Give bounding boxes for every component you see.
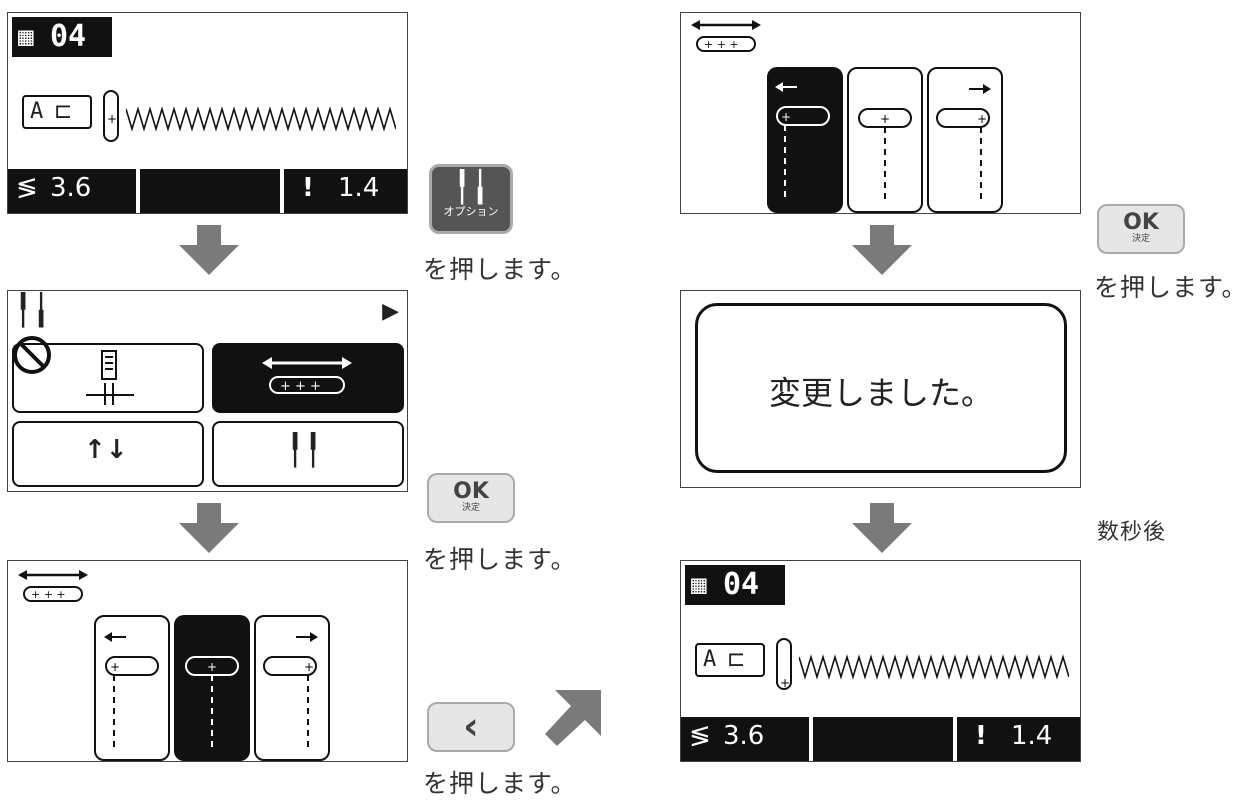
- option-twin-needle[interactable]: ╿╿: [212, 421, 404, 487]
- stitch-number-box: ▦ 04: [685, 565, 785, 605]
- svg-text:+: +: [781, 110, 791, 124]
- needle-center-option[interactable]: +: [847, 67, 923, 213]
- svg-text:+: +: [110, 660, 120, 674]
- status-divider: [136, 169, 140, 213]
- message-box: 変更しました。: [695, 303, 1067, 473]
- svg-text:+: +: [107, 112, 117, 126]
- prohibited-icon: [13, 336, 51, 374]
- svg-text:+: +: [304, 660, 314, 674]
- stitch-number: 04: [723, 567, 760, 602]
- stitch-length-value: 1.4: [1011, 721, 1053, 751]
- presser-foot-icon: A ⊏: [695, 643, 765, 677]
- presser-foot-row: A ⊏ +: [22, 89, 402, 149]
- instruction-seconds-later: 数秒後: [1097, 520, 1167, 545]
- svg-text:+: +: [780, 676, 790, 690]
- zigzag-stitch-pattern: [799, 654, 1069, 680]
- instruction-press: を押します。: [423, 255, 577, 284]
- next-page-icon[interactable]: ▶: [382, 299, 399, 324]
- stitch-width-value: 3.6: [50, 173, 92, 203]
- needle-center-option-selected[interactable]: +: [174, 615, 250, 761]
- back-button[interactable]: ‹: [427, 702, 515, 752]
- needle-up-down-icon: ↑↓: [84, 435, 128, 465]
- options-button[interactable]: ╿╽ オプション: [429, 164, 513, 234]
- svg-text:+: +: [880, 112, 890, 126]
- ok-button[interactable]: OK 決定: [427, 473, 515, 523]
- options-button-label: オプション: [443, 205, 499, 218]
- svg-text:+ + +: + + +: [31, 588, 66, 601]
- option-needle-up-down[interactable]: ↑↓: [12, 421, 204, 487]
- presser-foot-row: A ⊏ +: [695, 637, 1075, 697]
- stitch-width-icon: ≶: [16, 173, 38, 203]
- svg-text:+: +: [207, 660, 217, 674]
- needle-center-icon: +: [185, 656, 239, 747]
- ok-button[interactable]: OK 決定: [1097, 204, 1185, 254]
- needle-position-icon: + + +: [262, 357, 352, 394]
- needle-right-icon: +: [263, 632, 318, 747]
- lcd-screen-needle-position-center: + + + + + +: [7, 560, 408, 762]
- needle-left-option-selected[interactable]: +: [767, 67, 843, 213]
- stitch-width-value: 3.6: [723, 721, 765, 751]
- needle-right-icon: +: [936, 84, 991, 199]
- lcd-screen-stitch-display: ▦ 04 A ⊏ + ≶ 3.6 ! 1.4: [7, 12, 408, 214]
- status-bar: ≶ 3.6 ! 1.4: [8, 169, 407, 213]
- down-arrow-icon: [852, 503, 912, 553]
- instruction-press: を押します。: [423, 545, 577, 574]
- needle-left-option[interactable]: +: [94, 615, 170, 761]
- svg-text:+ + +: + + +: [280, 379, 321, 394]
- presser-foot-icon: A ⊏: [22, 95, 92, 129]
- stitch-length-icon: !: [302, 173, 314, 203]
- confirmation-message: 変更しました。: [768, 374, 993, 412]
- foot-height-icon: [86, 350, 134, 405]
- down-arrow-icon: [852, 225, 912, 275]
- twin-needle-icon: ╿╿: [286, 433, 323, 468]
- stitch-length-icon: !: [975, 721, 987, 751]
- needle-icon: +: [103, 90, 119, 142]
- needle-right-option[interactable]: +: [927, 67, 1003, 213]
- needle-position-icon: + + +: [18, 570, 88, 602]
- grid-icon: ▦: [691, 570, 707, 600]
- needle-right-option[interactable]: +: [254, 615, 330, 761]
- lcd-screen-stitch-display-final: ▦ 04 A ⊏ + ≶ 3.6 ! 1.4: [680, 560, 1081, 762]
- stitch-number: 04: [50, 19, 87, 54]
- status-divider: [280, 169, 284, 213]
- status-divider: [953, 717, 957, 761]
- option-needle-position-selected[interactable]: + + +: [212, 343, 404, 413]
- down-arrow-icon: [179, 225, 239, 275]
- stitch-width-icon: ≶: [689, 721, 711, 751]
- status-divider: [809, 717, 813, 761]
- grid-icon: ▦: [18, 22, 34, 52]
- zigzag-stitch-pattern: [126, 106, 396, 132]
- svg-text:+: +: [977, 112, 987, 126]
- lcd-screen-needle-position-left: + + + + + +: [680, 12, 1081, 214]
- needle-left-icon: +: [775, 82, 830, 197]
- instruction-press: を押します。: [1094, 273, 1238, 302]
- needle-center-icon: +: [858, 108, 912, 199]
- svg-text:+ + +: + + +: [704, 38, 739, 51]
- lcd-screen-options-menu: ╿╽ ▶ + + + ↑↓ ╿╿: [7, 290, 408, 492]
- lcd-screen-confirmation: 変更しました。: [680, 290, 1081, 488]
- wrench-screwdriver-icon: ╿╽: [452, 170, 490, 205]
- needle-icon: +: [776, 638, 792, 690]
- chevron-left-icon: ‹: [463, 704, 479, 748]
- instruction-press: を押します。: [423, 769, 577, 798]
- status-bar: ≶ 3.6 ! 1.4: [681, 717, 1080, 761]
- stitch-length-value: 1.4: [338, 173, 380, 203]
- needle-position-icon: + + +: [691, 20, 761, 52]
- wrench-screwdriver-icon: ╿╽: [14, 293, 51, 328]
- down-arrow-icon: [179, 503, 239, 553]
- option-presser-foot-height[interactable]: [12, 343, 204, 413]
- up-right-arrow-icon: [545, 690, 601, 746]
- needle-left-icon: +: [104, 632, 159, 747]
- stitch-number-box: ▦ 04: [12, 17, 112, 57]
